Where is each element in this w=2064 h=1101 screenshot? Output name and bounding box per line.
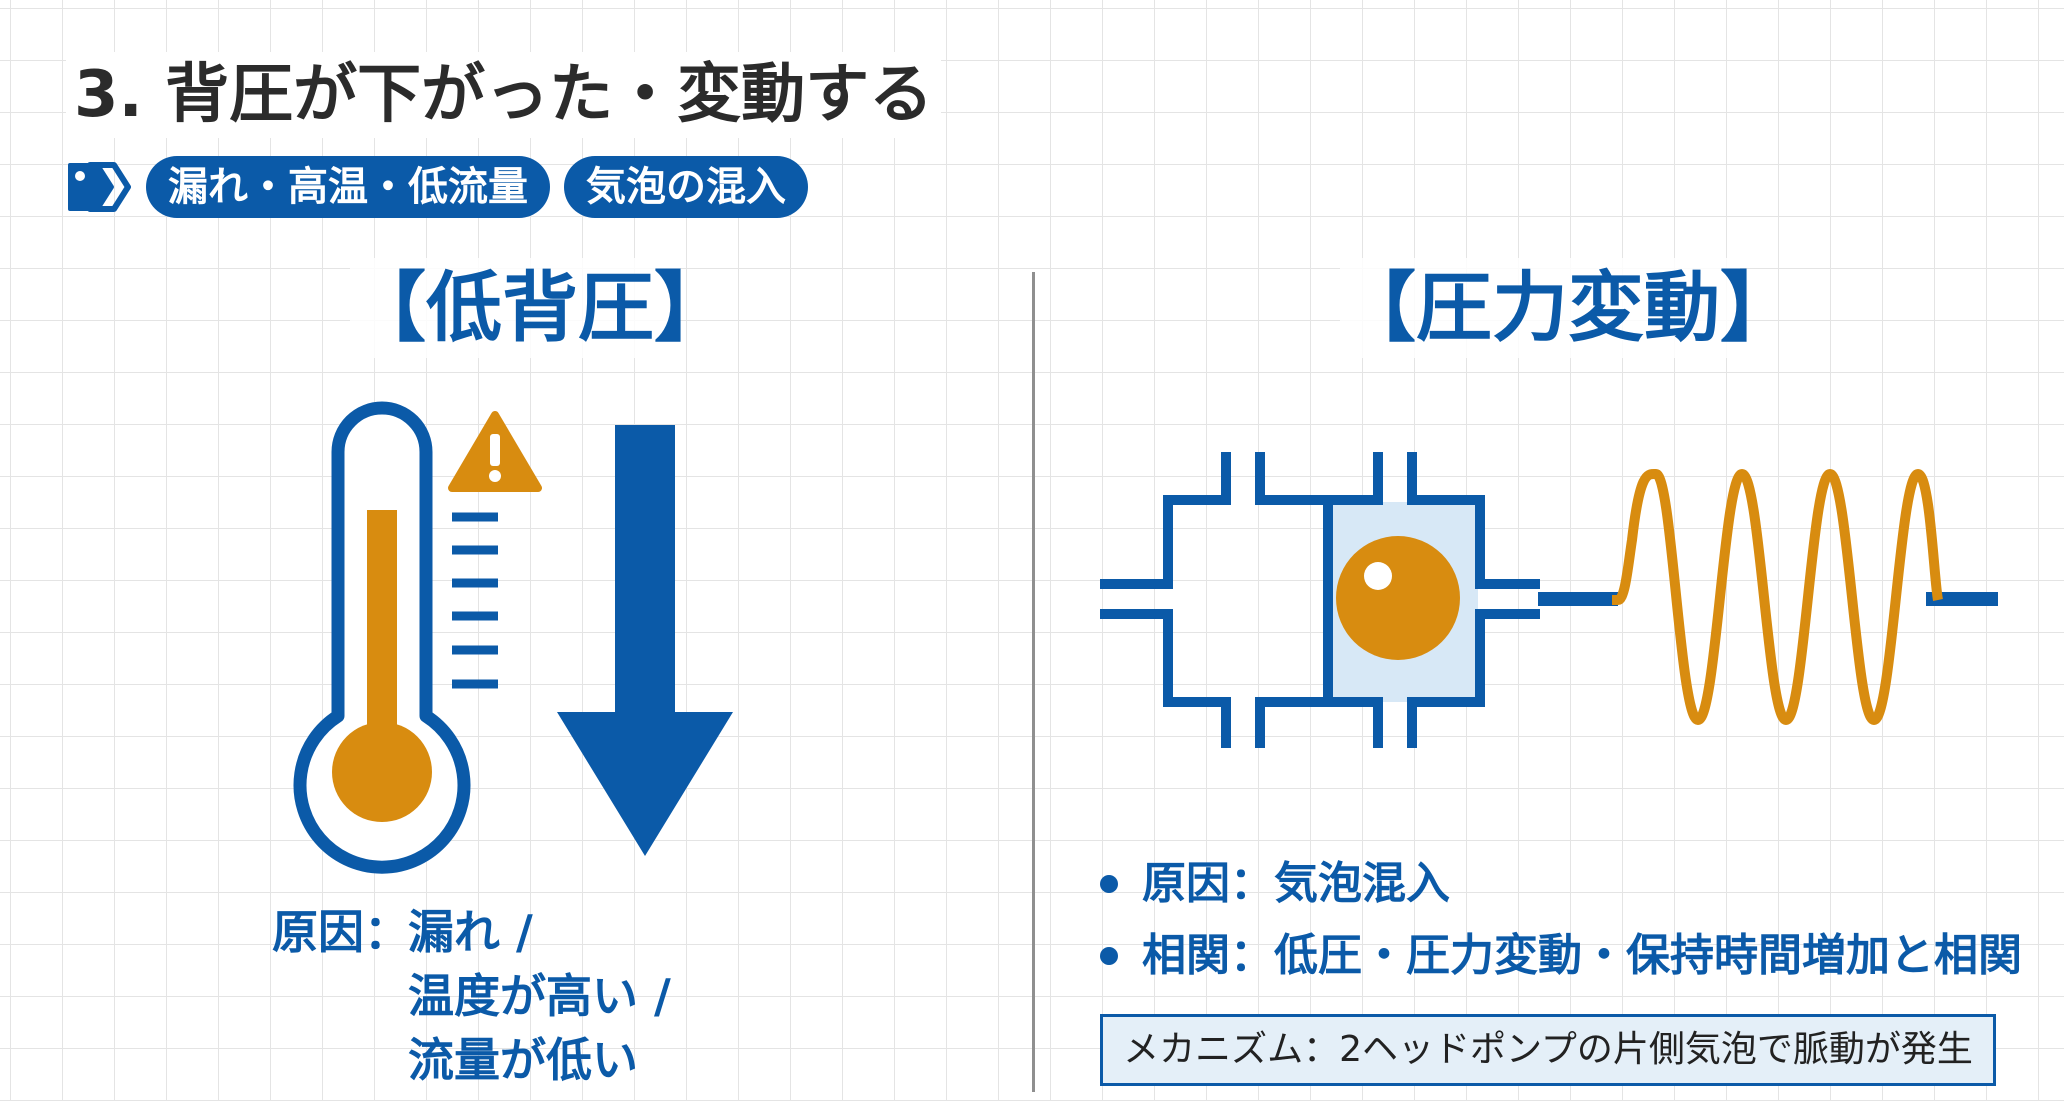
tag-icon <box>68 162 131 212</box>
low-backpressure-title: 【低背圧】 <box>350 258 730 358</box>
warning-icon <box>448 411 542 492</box>
cause-leak: 漏れ / <box>408 905 533 959</box>
pressure-wave-icon <box>1612 468 1943 725</box>
bullet-cause-text: 原因：気泡混入 <box>1142 858 1450 909</box>
bullet-dot <box>1100 947 1118 965</box>
low-backpressure-causes: 原因： 漏れ / 温度が高い / 流量が低い <box>272 900 671 1092</box>
low-backpressure-graphic <box>293 401 733 874</box>
fluctuation-bullet-list: 原因：気泡混入 相関：低圧・圧力変動・保持時間増加と相関 <box>1100 848 2022 992</box>
panel-divider <box>1032 272 1035 1092</box>
bullet-dot <box>1100 875 1118 893</box>
mechanism-note: メカニズム：2ヘッドポンプの片側気泡で脈動が発生 <box>1100 1014 1996 1086</box>
bullet-correlation: 相関：低圧・圧力変動・保持時間増加と相関 <box>1100 920 2022 992</box>
cause-label: 原因： <box>272 905 410 959</box>
pressure-fluctuation-title: 【圧力変動】 <box>1340 258 1796 358</box>
bullet-cause: 原因：気泡混入 <box>1100 848 2022 920</box>
bubble-icon <box>1336 536 1460 660</box>
cause-low-flow: 流量が低い <box>408 1033 638 1087</box>
page-title: 3. 背圧が下がった・変動する <box>66 52 942 138</box>
tag-bubble-mixing: 気泡の混入 <box>564 156 808 218</box>
bullet-correlation-text: 相関：低圧・圧力変動・保持時間増加と相関 <box>1142 930 2022 981</box>
tag-leak-heat-lowflow: 漏れ・高温・低流量 <box>146 156 550 218</box>
tag-row: 漏れ・高温・低流量 気泡の混入 <box>66 152 822 222</box>
cause-high-temperature: 温度が高い / <box>408 969 671 1023</box>
down-arrow-icon <box>557 425 733 856</box>
thermometer-icon <box>293 401 498 874</box>
